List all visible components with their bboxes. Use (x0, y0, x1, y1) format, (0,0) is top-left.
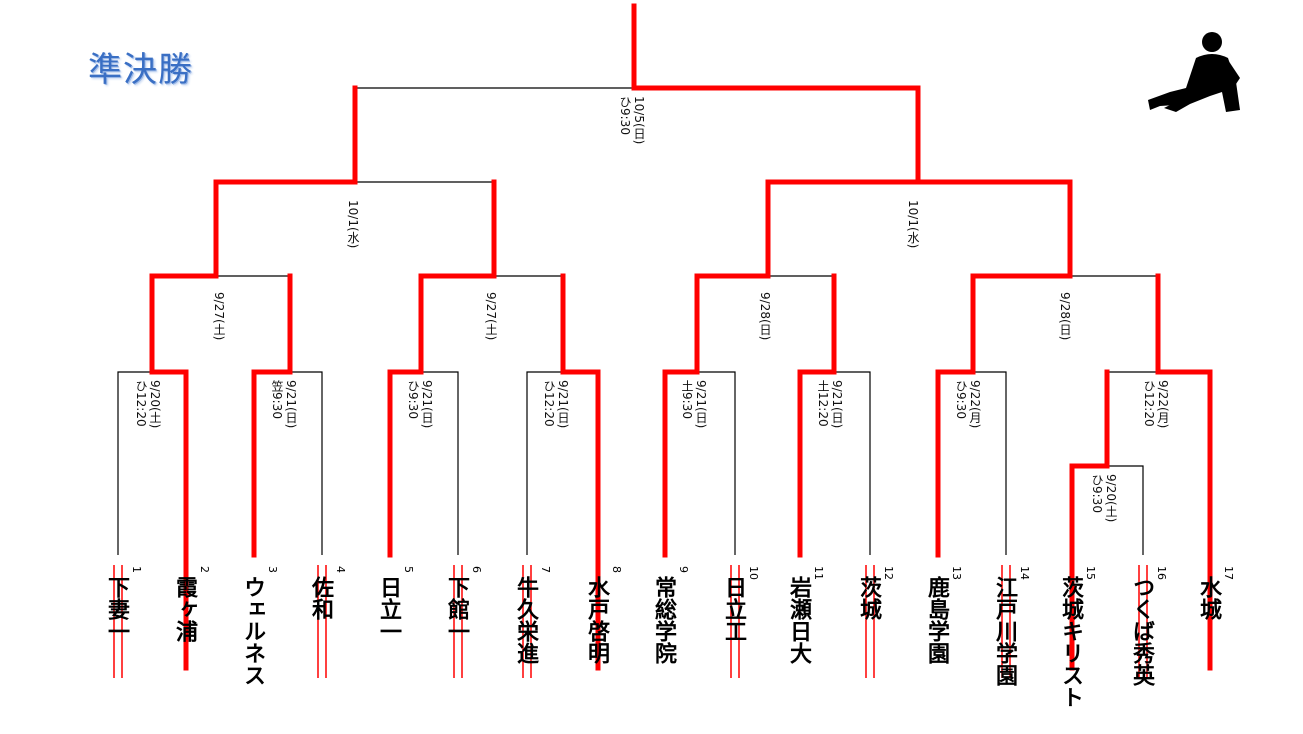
team-seed: 14 (1018, 566, 1031, 580)
team-seed: 8 (610, 566, 623, 573)
team-seed: 13 (950, 566, 963, 580)
advance-lines (149, 3, 1213, 671)
advance-line (251, 273, 293, 558)
advance-line (387, 179, 497, 558)
team-name: 下妻一 (104, 576, 129, 642)
match-date-r2: 9/21(日) 笠9:30 (270, 380, 298, 429)
team-seed: 11 (812, 566, 825, 580)
match-date-qf1: 9/27(土) (212, 292, 226, 341)
team-name: 水戸啓明 (584, 576, 609, 664)
team-name: 鹿島学園 (924, 576, 949, 664)
team-seed: 1 (130, 566, 143, 573)
team-seed: 2 (198, 566, 211, 573)
match-date-r7: 9/22(月) ひ9:30 (954, 380, 982, 429)
advance-line (213, 85, 358, 279)
match-date-sf_left: 10/1(水) (346, 200, 360, 249)
advance-line (560, 273, 601, 671)
team-seed: 12 (882, 566, 895, 580)
team-name: 茨城 (856, 576, 881, 620)
team-name: 下館一 (444, 576, 469, 642)
match-date-r4: 9/21(日) ひ12:20 (542, 380, 570, 429)
eliminated-strikes (113, 565, 1148, 678)
team-name: ウェルネス (240, 576, 265, 686)
team-name: 牛久栄進 (513, 576, 538, 664)
team-seed: 6 (470, 566, 483, 573)
match-date-qf3: 9/28(日) (758, 292, 772, 341)
team-seed: 10 (747, 566, 760, 580)
advance-line (797, 273, 837, 558)
advance-line (1069, 369, 1110, 671)
advance-line (149, 369, 189, 671)
match-date-qf4: 9/28(日) (1058, 292, 1072, 341)
match-date-qf2: 9/27(土) (484, 292, 498, 341)
advance-line (765, 179, 1073, 279)
match-date-r5: 9/21(日) 土9:30 (680, 380, 708, 429)
team-name: 日立一 (376, 576, 401, 642)
team-name: 日立工 (721, 576, 746, 642)
advance-line (631, 3, 921, 185)
team-name: 水城 (1196, 576, 1221, 620)
advance-line (1155, 273, 1213, 671)
team-name: 茨城キリスト (1058, 576, 1083, 708)
match-date-r6: 9/21(日) 土12:20 (816, 380, 844, 429)
team-name: つくば秀英 (1129, 576, 1154, 686)
match-date-r0: 9/20(土) ひ9:30 (1090, 474, 1118, 523)
team-name: 佐和 (308, 576, 333, 620)
team-seed: 9 (677, 566, 690, 573)
team-seed: 4 (334, 566, 347, 573)
team-name: 岩瀬日大 (786, 576, 811, 664)
team-seed: 16 (1155, 566, 1168, 580)
team-seed: 17 (1222, 566, 1235, 580)
match-date-r3: 9/21(日) ひ9:30 (406, 380, 434, 429)
team-name: 江戸川学園 (992, 576, 1017, 686)
team-seed: 3 (266, 566, 279, 573)
advance-line (149, 273, 219, 375)
team-name: 常総学院 (651, 576, 676, 664)
team-seed: 7 (539, 566, 552, 573)
match-date-r1: 9/20(土) ひ12:20 (134, 380, 162, 429)
advance-line (935, 273, 1073, 558)
match-date-final: 10/5(日) ひ9:30 (618, 96, 646, 145)
advance-line (662, 179, 771, 558)
match-date-r8: 9/22(月) ひ12:20 (1142, 380, 1170, 429)
team-name: 霞ヶ浦 (172, 576, 197, 642)
match-date-sf_right: 10/1(水) (906, 200, 920, 249)
team-seed: 5 (402, 566, 415, 573)
team-seed: 15 (1084, 566, 1097, 580)
page-title: 準決勝 (88, 50, 193, 90)
tennis-player-silhouette-icon (1148, 32, 1240, 112)
